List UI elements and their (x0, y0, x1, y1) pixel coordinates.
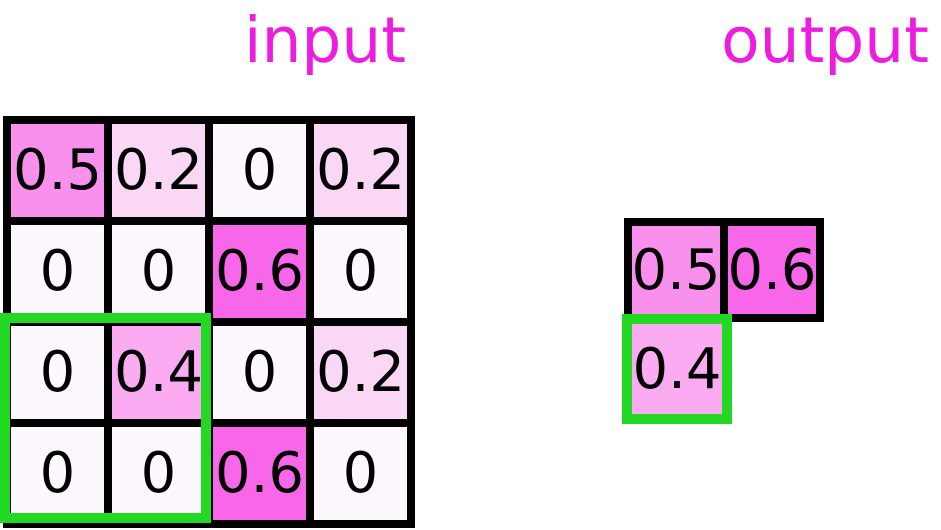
input-cell-r2c0: 0 (7, 322, 108, 423)
input-cell-r3c1: 0 (108, 423, 209, 524)
input-cell-r3c3: 0 (310, 423, 411, 524)
input-cell-r1c3: 0 (310, 221, 411, 322)
input-cell-r2c3: 0.2 (310, 322, 411, 423)
input-cell-r3c0: 0 (7, 423, 108, 524)
input-cell-r0c0: 0.5 (7, 120, 108, 221)
input-cell-r3c2: 0.6 (209, 423, 310, 524)
input-cell-r1c0: 0 (7, 221, 108, 322)
output-cell-r0c1: 0.6 (720, 218, 824, 322)
input-cell-r0c3: 0.2 (310, 120, 411, 221)
output-title: output (721, 4, 929, 77)
input-cell-r0c1: 0.2 (108, 120, 209, 221)
input-cell-r2c1: 0.4 (108, 322, 209, 423)
output-cell-r0c0: 0.5 (624, 218, 728, 322)
input-cell-r1c1: 0 (108, 221, 209, 322)
input-title: input (243, 4, 407, 77)
input-cell-r0c2: 0 (209, 120, 310, 221)
output-cell-r1c0: 0.4 (622, 314, 732, 424)
input-cell-r1c2: 0.6 (209, 221, 310, 322)
input-cell-r2c2: 0 (209, 322, 310, 423)
